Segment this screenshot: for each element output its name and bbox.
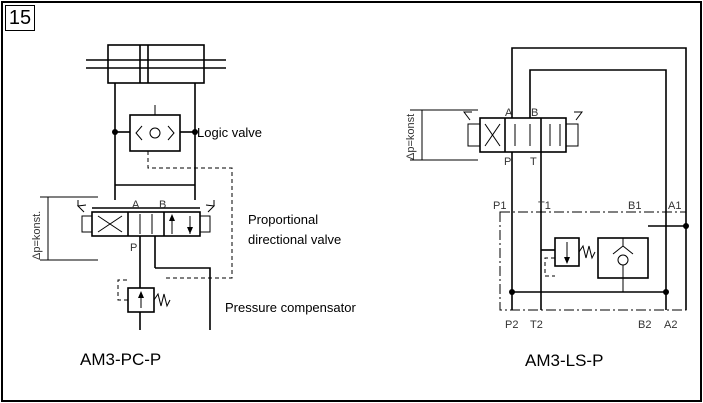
am3-ls-p-diagram: A B P T Δp=konst — [405, 47, 689, 370]
pressure-compensator — [117, 279, 171, 313]
left-port-a: A — [132, 199, 140, 211]
right-port-b2: B2 — [638, 319, 651, 331]
right-port-t1: T1 — [538, 200, 551, 212]
right-caption: AM3-LS-P — [525, 351, 603, 370]
shuttle-check-valve — [597, 237, 649, 279]
left-delta-p-label: Δp=konst. — [31, 211, 43, 260]
right-port-b1: B1 — [628, 200, 641, 212]
logic-valve-label: Logic valve — [197, 125, 262, 140]
right-port-t2: T2 — [530, 319, 543, 331]
left-caption: AM3-PC-P — [80, 350, 161, 369]
right-port-a2: A2 — [664, 319, 677, 331]
relief-valve — [544, 237, 596, 277]
pressure-compensator-label: Pressure compensator — [225, 300, 356, 315]
right-port-p1: P1 — [493, 200, 506, 212]
left-port-b: B — [159, 199, 166, 211]
left-port-p: P — [130, 242, 137, 254]
cylinder — [86, 44, 226, 84]
ls-directional-valve — [463, 111, 583, 153]
right-port-a: A — [505, 107, 513, 119]
right-port-a1: A1 — [668, 200, 681, 212]
right-port-b: B — [531, 107, 538, 119]
right-port-p: P — [504, 156, 511, 168]
proportional-label-line1: Proportional — [248, 212, 318, 227]
am3-pc-p-diagram: Logic valve A B P — [31, 44, 356, 369]
proportional-label-line2: directional valve — [248, 232, 341, 247]
logic-valve — [129, 105, 181, 152]
right-delta-p-label: Δp=konst — [405, 114, 417, 160]
proportional-directional-valve — [76, 200, 216, 237]
right-port-t: T — [530, 156, 537, 168]
right-port-p2: P2 — [505, 319, 518, 331]
figure-number: 15 — [5, 5, 35, 31]
